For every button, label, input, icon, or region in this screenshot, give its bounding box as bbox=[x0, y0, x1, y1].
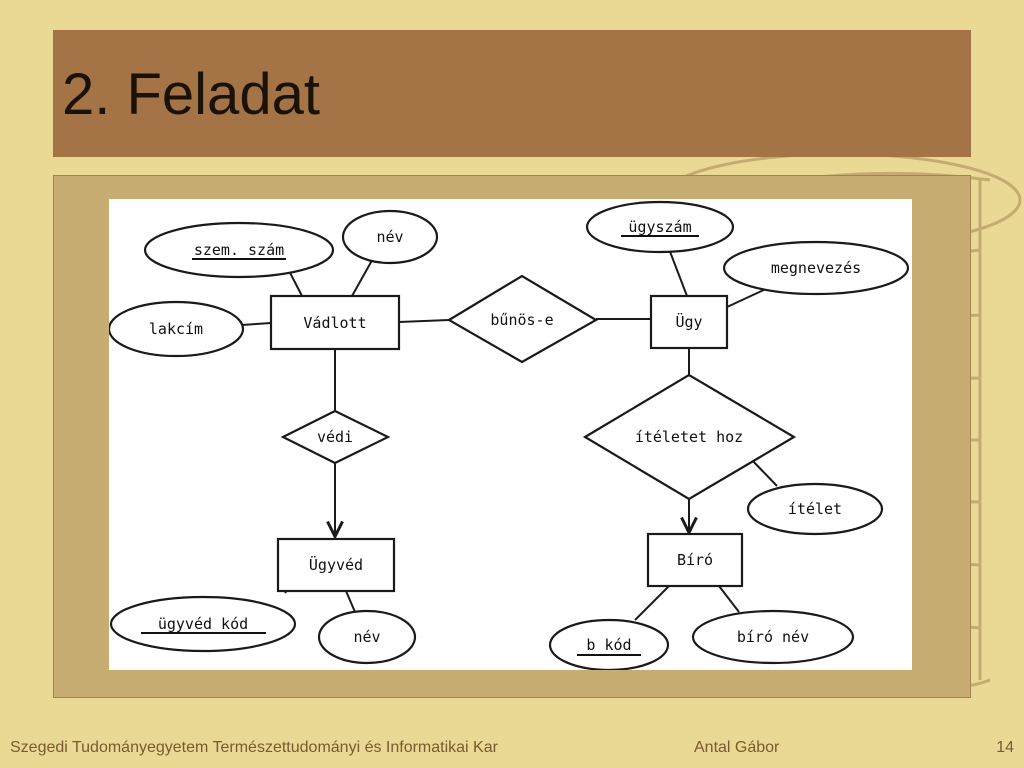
attribute-ugyved-nev: név bbox=[317, 609, 417, 665]
entity-vadlott-label: Vádlott bbox=[303, 314, 366, 332]
attribute-vadlott-nev: név bbox=[341, 209, 439, 265]
relationship-iteletet-hoz-label: ítéletet hoz bbox=[635, 428, 743, 446]
entity-biro: Bíró bbox=[646, 532, 744, 588]
attribute-biro-nev: bíró név bbox=[691, 609, 855, 665]
relationship-bunos-e-label: bűnös-e bbox=[490, 311, 553, 329]
relationship-bunos-e: bűnös-e bbox=[446, 274, 599, 364]
attribute-itelet-label: ítélet bbox=[788, 500, 842, 518]
footer-author: Antal Gábor bbox=[694, 739, 780, 756]
relationship-vedi: védi bbox=[280, 409, 391, 465]
attribute-szem-szam-label: szem. szám bbox=[194, 241, 284, 259]
footer-institution: Szegedi Tudományegyetem Természettudomán… bbox=[10, 739, 498, 756]
entity-ugyved-label: Ügyvéd bbox=[309, 555, 363, 574]
relationship-iteletet-hoz: ítéletet hoz bbox=[582, 373, 797, 501]
attribute-ugyved-nev-label: név bbox=[353, 628, 380, 646]
attribute-ugyved-kod-label: ügyvéd kód bbox=[158, 615, 248, 633]
attribute-szem-szam: szem. szám bbox=[143, 221, 335, 279]
attribute-b-kod: b kód bbox=[548, 618, 670, 670]
slide-title: 2. Feladat bbox=[62, 62, 320, 127]
entity-vadlott: Vádlott bbox=[269, 294, 401, 351]
attribute-ugyved-kod: ügyvéd kód bbox=[109, 595, 297, 653]
attribute-megnevezes-label: megnevezés bbox=[771, 259, 861, 277]
entity-ugy: Ügy bbox=[649, 294, 729, 350]
attribute-biro-nev-label: bíró név bbox=[737, 628, 809, 646]
relationship-vedi-label: védi bbox=[317, 428, 353, 446]
entity-ugy-label: Ügy bbox=[675, 312, 702, 331]
attribute-lakcim-label: lakcím bbox=[149, 320, 203, 338]
entity-ugyved: Ügyvéd bbox=[276, 537, 396, 593]
slide-footer: Szegedi Tudományegyetem Természettudomán… bbox=[0, 737, 1024, 761]
entity-biro-label: Bíró bbox=[677, 551, 713, 569]
title-bar bbox=[53, 30, 971, 157]
attribute-lakcim: lakcím bbox=[109, 300, 245, 358]
attribute-b-kod-label: b kód bbox=[586, 636, 631, 654]
er-diagram: Vádlott Ügy Ügyvéd Bíró bűnös-e védi íté… bbox=[109, 199, 912, 670]
attribute-vadlott-nev-label: név bbox=[376, 228, 403, 246]
attribute-megnevezes: megnevezés bbox=[722, 240, 910, 296]
attribute-itelet: ítélet bbox=[746, 482, 884, 536]
attribute-ugyszam-label: ügyszám bbox=[628, 218, 691, 236]
attribute-ugyszam: ügyszám bbox=[585, 200, 735, 254]
footer-page-number: 14 bbox=[996, 739, 1014, 756]
